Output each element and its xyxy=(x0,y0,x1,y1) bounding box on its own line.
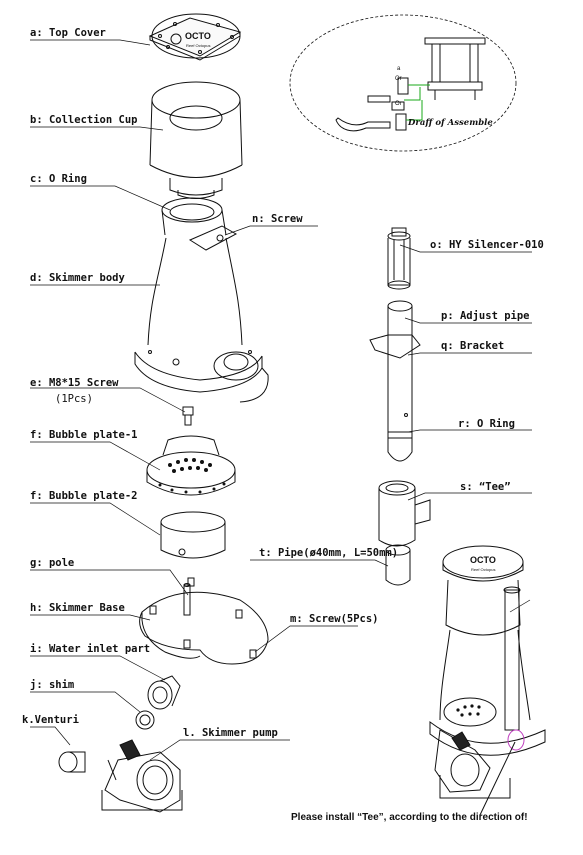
tee-drawing xyxy=(378,480,431,547)
logo-subtext-assembled: Reef Octopus xyxy=(471,567,496,572)
label-silencer: o: HY Silencer-010 xyxy=(430,239,544,251)
leader-lines-right xyxy=(250,244,532,567)
label-screw-n: n: Screw xyxy=(252,213,303,225)
label-collection-cup: b: Collection Cup xyxy=(30,114,138,126)
inset-caption: Draff of Assemble xyxy=(408,118,493,128)
label-bubble-plate-1: f: Bubble plate-1 xyxy=(30,429,138,441)
inlet-and-shim-drawing xyxy=(135,675,181,730)
label-adjust-pipe: p: Adjust pipe xyxy=(441,310,530,322)
label-skimmer-body: d: Skimmer body xyxy=(30,272,125,284)
label-o-ring-r: r: O Ring xyxy=(458,418,515,430)
inset-mark-or-2: Or xyxy=(395,101,402,107)
install-note: Please install “Tee”, according to the d… xyxy=(291,812,528,823)
skimmer-body-drawing xyxy=(134,197,269,403)
assembly-inset xyxy=(289,14,517,152)
assembled-skimmer-drawing xyxy=(429,545,546,816)
label-pole: g: pole xyxy=(30,557,75,569)
logo-subtext-top-cover: Reef Octopus xyxy=(186,43,211,48)
label-venturi: k.Venturi xyxy=(22,714,79,726)
adjust-pipe-drawing xyxy=(369,300,421,462)
label-water-inlet: i: Water inlet part xyxy=(30,643,151,655)
logo-text-assembled: OCTO xyxy=(470,555,496,565)
label-skimmer-base: h: Skimmer Base xyxy=(30,602,125,614)
skimmer-base-drawing xyxy=(139,577,269,665)
bubble-plate-2-drawing xyxy=(160,511,226,559)
inset-mark-or-1: Or xyxy=(395,76,402,82)
leader-lines xyxy=(30,39,358,761)
label-skimmer-pump: l. Skimmer pump xyxy=(183,727,278,739)
label-bubble-plate-2: f: Bubble plate-2 xyxy=(30,490,138,502)
inset-mark-a: a xyxy=(397,66,401,72)
silencer-drawing xyxy=(387,227,411,290)
collection-cup-drawing xyxy=(149,81,243,199)
label-m8-screw: e: M8*15 Screw xyxy=(30,377,119,389)
label-screw-m: m: Screw(5Pcs) xyxy=(290,613,379,625)
m8-screw-drawing xyxy=(182,406,194,426)
label-pipe: t: Pipe(ø40mm, L=50mm) xyxy=(259,547,399,559)
short-pipe-drawing xyxy=(385,544,411,586)
label-tee: s: “Tee” xyxy=(460,481,511,493)
logo-text-top-cover: OCTO xyxy=(185,31,211,41)
label-bracket: q: Bracket xyxy=(441,340,505,352)
top-cover-drawing xyxy=(148,13,242,61)
label-shim: j: shim xyxy=(30,679,75,691)
label-m8-screw-qty: (1Pcs) xyxy=(55,393,93,405)
pump-drawing xyxy=(58,739,183,813)
bubble-plate-1-drawing xyxy=(146,435,236,496)
label-o-ring-c: c: O Ring xyxy=(30,173,87,185)
label-top-cover: a: Top Cover xyxy=(30,27,106,39)
